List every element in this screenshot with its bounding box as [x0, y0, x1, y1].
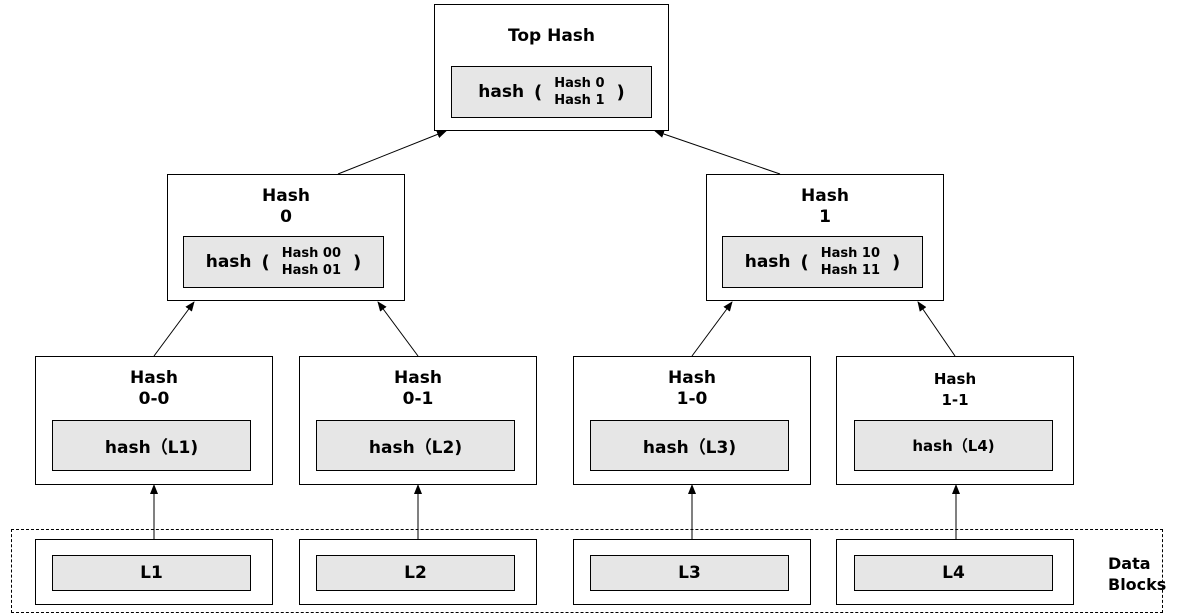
- top-hash-arg-1: Hash 1: [554, 93, 605, 108]
- hash-0-1-value: hash（L2): [316, 420, 515, 471]
- hash-0-1-node: Hash 0-1 hash（L2): [299, 356, 537, 485]
- hash-0-0-node: Hash 0-0 hash（L1): [35, 356, 273, 485]
- edge-hash10-to-hash1: [691, 301, 733, 357]
- hash-1-0-title-line2: 1-0: [676, 389, 708, 409]
- top-hash-node: Top Hash hash ( Hash 0 Hash 1 ): [434, 4, 669, 131]
- data-blocks-label: Data Blocks: [1108, 553, 1166, 595]
- top-hash-formula: hash ( Hash 0 Hash 1 ): [451, 66, 652, 118]
- hash-1-formula: hash ( Hash 10 Hash 11 ): [722, 236, 923, 288]
- hash-0-title-line2: 0: [280, 207, 292, 227]
- leaf-l4-node: L4: [836, 539, 1074, 605]
- leaf-l1-value: L1: [52, 555, 251, 591]
- hash-1-0-title-line1: Hash: [668, 368, 716, 388]
- top-hash-arg-0: Hash 0: [554, 76, 605, 91]
- hash-1-title-line2: 1: [819, 207, 831, 227]
- hash-0-arg-1: Hash 01: [281, 263, 342, 278]
- hash-1-0-node: Hash 1-0 hash（L3): [573, 356, 811, 485]
- hash-1-args: Hash 10 Hash 11: [821, 245, 880, 279]
- edge-hash1-to-top: [654, 130, 781, 175]
- hash-1-arg-0: Hash 10: [820, 246, 881, 261]
- edge-hash00-to-hash0: [153, 301, 195, 357]
- hash-0-formula: hash ( Hash 00 Hash 01 ): [183, 236, 384, 288]
- leaf-l4-value: L4: [854, 555, 1053, 591]
- hash-1-close-paren: ): [892, 251, 901, 273]
- data-blocks-frame: [11, 529, 1163, 613]
- leaf-l2-value: L2: [316, 555, 515, 591]
- top-hash-open-paren: (: [534, 81, 543, 103]
- hash-0-fn: hash: [205, 252, 252, 272]
- hash-0-0-title-line1: Hash: [130, 368, 178, 388]
- edge-hash01-to-hash0: [377, 301, 419, 357]
- hash-1-fn: hash: [744, 252, 791, 272]
- hash-0-0-value: hash（L1): [52, 420, 251, 471]
- hash-0-open-paren: (: [261, 251, 270, 273]
- leaf-l2-node: L2: [299, 539, 537, 605]
- top-hash-close-paren: ): [616, 81, 625, 103]
- leaf-l1-node: L1: [35, 539, 273, 605]
- leaf-l3-node: L3: [573, 539, 811, 605]
- hash-1-title-line1: Hash: [801, 186, 849, 206]
- top-hash-args: Hash 0 Hash 1: [554, 75, 604, 109]
- edge-hash11-to-hash1: [917, 301, 956, 357]
- hash-1-arg-1: Hash 11: [820, 263, 881, 278]
- hash-0-1-title-line2: 0-1: [402, 389, 434, 409]
- hash-1-open-paren: (: [800, 251, 809, 273]
- hash-1-1-title-line2: 1-1: [941, 391, 969, 409]
- leaf-l3-value: L3: [590, 555, 789, 591]
- hash-0-node: Hash 0 hash ( Hash 00 Hash 01 ): [167, 174, 405, 301]
- top-hash-fn: hash: [478, 82, 525, 102]
- hash-0-0-title-line2: 0-0: [138, 389, 170, 409]
- hash-0-title-line1: Hash: [262, 186, 310, 206]
- hash-1-1-value: hash（L4): [854, 420, 1053, 471]
- top-hash-title: Top Hash: [507, 26, 596, 46]
- hash-0-args: Hash 00 Hash 01: [282, 245, 341, 279]
- hash-1-0-value: hash（L3): [590, 420, 789, 471]
- edge-hash0-to-top: [337, 130, 447, 175]
- data-blocks-label-line2: Blocks: [1108, 575, 1167, 594]
- hash-1-1-node: Hash 1-1 hash（L4): [836, 356, 1074, 485]
- hash-1-1-title-line1: Hash: [933, 370, 977, 388]
- hash-0-arg-0: Hash 00: [281, 246, 342, 261]
- hash-1-node: Hash 1 hash ( Hash 10 Hash 11 ): [706, 174, 944, 301]
- data-blocks-label-line1: Data: [1108, 554, 1151, 573]
- hash-0-close-paren: ): [353, 251, 362, 273]
- hash-0-1-title-line1: Hash: [394, 368, 442, 388]
